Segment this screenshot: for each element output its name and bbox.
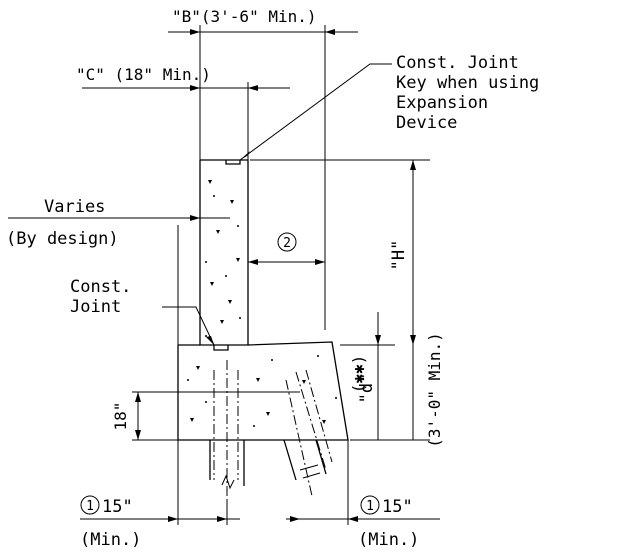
b-dimension-label: "B"(3'-6" Min.) bbox=[172, 7, 317, 26]
key-note-line-1: Const. Joint bbox=[396, 53, 519, 73]
c-arrow-left bbox=[190, 85, 200, 91]
key-note-line-2: Key when using bbox=[396, 73, 539, 93]
key-note-line-4: Device bbox=[396, 113, 457, 133]
left-note-min: (Min.) bbox=[80, 530, 141, 550]
pile-centerline bbox=[285, 379, 313, 497]
bot-arrow-r1 bbox=[290, 516, 300, 522]
d-dimension-label: "d" bbox=[357, 373, 377, 404]
b-arrow-left bbox=[190, 29, 200, 35]
const-joint-line-2: Joint bbox=[70, 297, 121, 317]
note2-arrow-l bbox=[248, 259, 258, 265]
dim18-arrow-bot bbox=[135, 430, 141, 440]
h-arrow-bot bbox=[410, 335, 416, 345]
pile-break-1 bbox=[299, 464, 319, 471]
key-leader-arrow bbox=[240, 151, 250, 160]
h-dimension-label: "H" bbox=[389, 240, 409, 271]
dim18-label: 18" bbox=[111, 402, 130, 431]
footing-outline bbox=[177, 341, 349, 441]
bot-arrow-m bbox=[217, 516, 227, 522]
bot-arrow-l bbox=[168, 516, 178, 522]
pile-left-edge bbox=[283, 439, 297, 481]
d-arrow-top bbox=[375, 335, 381, 345]
left-note-value: 15" bbox=[102, 497, 133, 517]
concrete-aggregate bbox=[187, 180, 337, 427]
note2-arrow-r bbox=[315, 259, 325, 265]
const-joint-line-1: Const. bbox=[70, 277, 131, 297]
note2-circle bbox=[277, 232, 297, 252]
note2-number: 2 bbox=[283, 236, 291, 251]
d-note-label: (✱✱) bbox=[349, 355, 368, 394]
pile-dash-3 bbox=[305, 369, 333, 463]
base-joint-notch bbox=[213, 345, 229, 351]
b-arrow-right bbox=[325, 29, 335, 35]
varies-label: Varies bbox=[44, 197, 105, 217]
note1-circle-right bbox=[360, 495, 380, 515]
c-dimension-label: "C" (18" Min.) bbox=[76, 65, 211, 84]
h-arrow-top bbox=[410, 160, 416, 170]
right-note-value: 15" bbox=[382, 497, 413, 517]
min-3ft-label: (3'-0" Min.) bbox=[425, 332, 444, 448]
right-note-number: 1 bbox=[366, 499, 374, 514]
vpile-break bbox=[221, 474, 235, 490]
note1-circle-left bbox=[80, 495, 100, 515]
joint-leader bbox=[162, 306, 215, 346]
varies-arrow bbox=[190, 215, 200, 221]
joint-leader-arrow bbox=[206, 336, 214, 345]
pile-break-2 bbox=[302, 472, 321, 479]
key-note-line-3: Expansion bbox=[396, 93, 488, 113]
c-arrow-right bbox=[248, 85, 258, 91]
key-leader bbox=[239, 63, 392, 161]
pile-dash-2 bbox=[295, 371, 327, 471]
by-design-label: (By design) bbox=[6, 229, 119, 249]
bot-arrow-r2 bbox=[348, 516, 358, 522]
dim18-arrow-top bbox=[135, 392, 141, 402]
stem-top-key bbox=[225, 160, 241, 165]
left-note-number: 1 bbox=[86, 499, 94, 514]
stem-outline bbox=[199, 159, 249, 346]
right-note-min: (Min.) bbox=[358, 530, 419, 550]
pile-right-edge bbox=[315, 439, 327, 475]
